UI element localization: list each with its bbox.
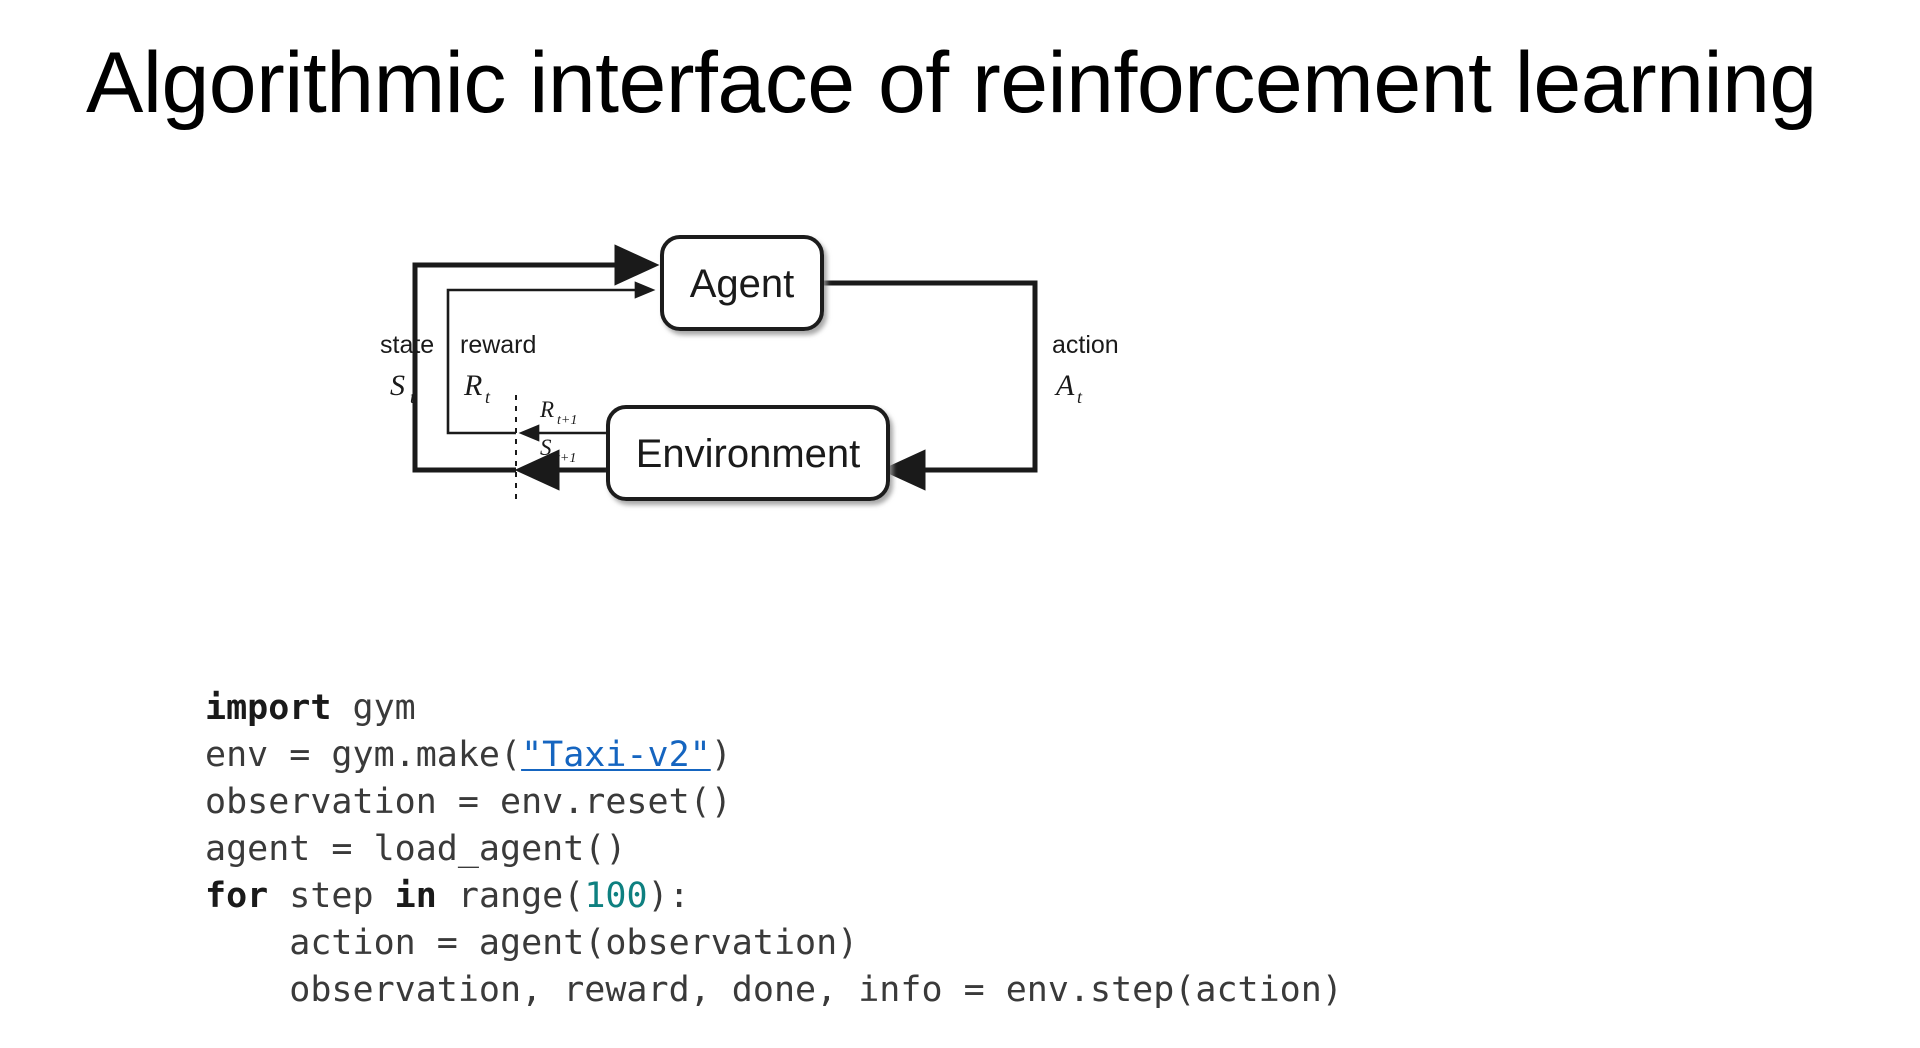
code-text: ) [710, 735, 732, 775]
code-line: import gym [205, 685, 1343, 732]
code-text: action = agent(observation) [205, 923, 859, 963]
code-line: env = gym.make("Taxi-v2") [205, 732, 1343, 779]
node-environment-label: Environment [636, 432, 861, 476]
label-action-word: action [1052, 331, 1119, 359]
node-environment[interactable]: Environment [606, 405, 890, 501]
label-action-subscript: t [1077, 387, 1083, 407]
label-state: state S t [380, 331, 434, 407]
code-text: step [268, 876, 395, 916]
label-state-next-subscript: t+1 [556, 451, 576, 466]
edge-reward-to-agent [446, 281, 656, 435]
label-state-next-symbol: S [540, 435, 552, 460]
label-state-word: state [380, 331, 434, 359]
label-reward-next: R t+1 [539, 397, 577, 428]
label-action-symbol-letter: A [1054, 369, 1075, 402]
label-reward-next-symbol: R [539, 397, 554, 422]
code-text: env = gym.make( [205, 735, 522, 775]
code-line: observation, reward, done, info = env.st… [205, 967, 1343, 1014]
label-reward-subscript: t [485, 387, 491, 407]
label-reward-next-subscript: t+1 [557, 413, 577, 428]
code-env-id-link[interactable]: "Taxi-v2" [521, 735, 711, 775]
edge-state-to-agent [412, 244, 660, 473]
code-text: range( [436, 876, 585, 916]
label-reward: reward R t [460, 331, 536, 407]
rl-loop-diagram: Agent Environment state S t reward R t a… [380, 215, 1220, 535]
code-keyword: import [205, 688, 332, 728]
node-agent-label: Agent [690, 262, 795, 306]
edge-action-to-environment [820, 280, 1038, 491]
code-text: agent = load_agent() [205, 829, 627, 869]
label-state-symbol: S [390, 369, 405, 402]
code-text: gym [331, 688, 416, 728]
code-line: agent = load_agent() [205, 826, 1343, 873]
node-agent[interactable]: Agent [660, 235, 824, 331]
label-reward-symbol: R [463, 369, 482, 402]
code-line: observation = env.reset() [205, 779, 1343, 826]
code-text: observation, reward, done, info = env.st… [205, 970, 1343, 1010]
code-text: ): [647, 876, 690, 916]
label-reward-word: reward [460, 331, 536, 359]
code-keyword: for [205, 876, 269, 916]
page-title: Algorithmic interface of reinforcement l… [86, 35, 1817, 131]
code-line: action = agent(observation) [205, 920, 1343, 967]
label-action: action A t [1052, 331, 1119, 407]
code-line: for step in range(100): [205, 873, 1343, 920]
code-text: observation = env.reset() [205, 782, 732, 822]
code-keyword: in [394, 876, 437, 916]
code-number: 100 [584, 876, 648, 916]
label-state-subscript: t [410, 387, 416, 407]
label-state-next: S t+1 [540, 435, 576, 466]
